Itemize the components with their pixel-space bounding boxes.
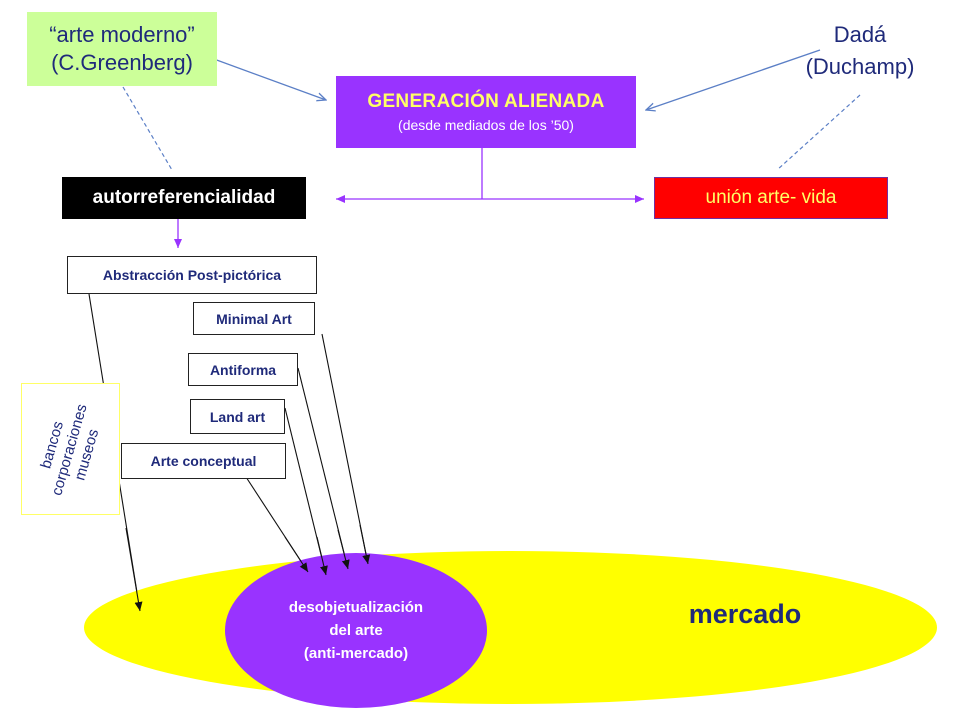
arrow-antiforma-to-desobjetualizacion (297, 367, 350, 570)
node-arte-moderno-line1: “arte moderno” (49, 22, 195, 47)
dashed-dada-to-union (776, 94, 861, 171)
mercado-label: mercado (688, 598, 802, 629)
node-generacion-title: GENERACIÓN ALIENADA (367, 91, 605, 112)
node-desobjetualizacion: desobjetualización del arte (anti-mercad… (225, 553, 487, 708)
desobjetualizacion-line3: (anti-mercado) (303, 645, 409, 662)
node-arte-conceptual: Arte conceptual (121, 443, 286, 479)
desobjetualizacion-line1: desobjetualización (288, 599, 424, 616)
node-antiforma: Antiforma (188, 353, 298, 386)
arrow-arte-moderno-to-generacion (202, 54, 326, 100)
node-arte-moderno: “arte moderno” (C.Greenberg) (27, 12, 217, 86)
node-dada-line2: (Duchamp) (805, 54, 915, 79)
node-dada: Dadá (Duchamp) (780, 14, 940, 88)
node-union-arte-vida: unión arte- vida (654, 177, 888, 219)
node-abstraccion-post-pictorica: Abstracción Post-pictórica (67, 256, 317, 294)
node-dada-line1: Dadá (833, 22, 887, 47)
arrow-dada-to-generacion (646, 49, 821, 110)
node-generacion-alienada: GENERACIÓN ALIENADA (desde mediados de l… (336, 76, 636, 148)
node-land-art: Land art (190, 399, 285, 434)
arrow-land-art-to-desobjetualizacion (284, 407, 328, 576)
node-instituciones-box (21, 383, 120, 515)
node-generacion-subtitle: (desde mediados de los ’50) (398, 117, 574, 133)
arrow-minimal-to-desobjetualizacion (321, 333, 371, 565)
node-minimal-art: Minimal Art (193, 302, 315, 335)
desobjetualizacion-line2: del arte (329, 622, 383, 639)
node-arte-moderno-line2: (C.Greenberg) (51, 50, 193, 75)
node-autorreferencialidad: autorreferencialidad (62, 177, 306, 219)
dashed-arte-moderno-to-autorreferencialidad (122, 86, 173, 171)
arrow-conceptual-to-desobjetualizacion (245, 476, 309, 573)
